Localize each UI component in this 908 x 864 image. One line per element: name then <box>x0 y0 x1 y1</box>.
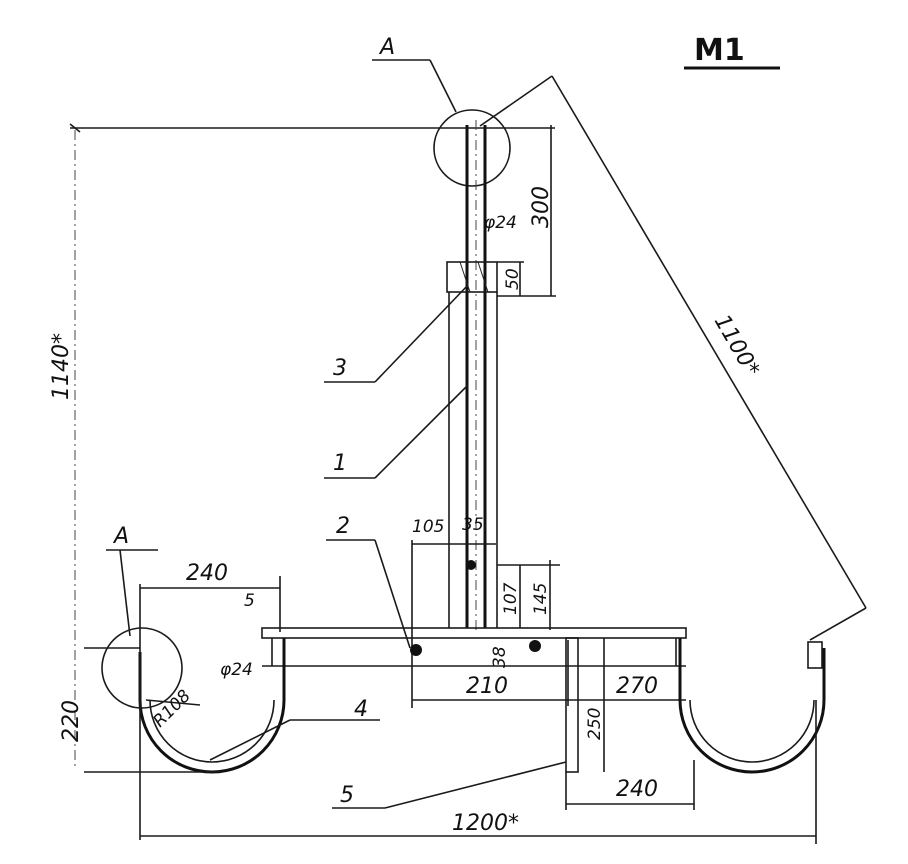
callout-1: 1 <box>333 451 347 476</box>
dimension-1100: 1100* <box>479 75 867 641</box>
leader-part-2: 2 <box>326 514 411 649</box>
hook-left-part-4: А R108 4 <box>101 524 380 774</box>
dim-text-1200: 1200* <box>452 811 519 836</box>
hatch <box>459 261 471 293</box>
dim-text-240-top: 240 <box>186 561 228 586</box>
dim-text-240-bottom: 240 <box>616 777 658 802</box>
tick <box>69 123 81 133</box>
leader-line <box>119 549 131 637</box>
bolt-hole <box>466 560 476 570</box>
hook-right-inner <box>689 699 815 763</box>
leader-line <box>374 384 469 479</box>
callout-5: 5 <box>340 783 354 808</box>
dim-text-1140: 1140* <box>49 333 74 400</box>
dim-text-270: 270 <box>616 674 658 699</box>
radius-line <box>145 699 201 706</box>
dim-text-5: 5 <box>244 591 255 611</box>
dim-text-145: 145 <box>531 583 551 615</box>
dim-text-210: 210 <box>466 674 508 699</box>
dim-text-107: 107 <box>501 582 521 615</box>
detail-a-top: А <box>372 35 511 187</box>
leader-part-3: 3 <box>324 284 469 383</box>
hook-right <box>678 638 826 774</box>
dimension-1140: 1140* <box>49 130 76 770</box>
ext-line <box>479 75 553 127</box>
sleeve-rect <box>446 261 498 293</box>
sheet-title-text: М1 <box>694 33 745 68</box>
leader-line <box>374 539 411 649</box>
dimension-220: 220 <box>59 647 220 773</box>
callout-a-left: А <box>112 524 129 549</box>
dim-text-105: 105 <box>412 517 444 537</box>
strap-part-5: 250 240 5 <box>332 637 695 810</box>
callout-2: 2 <box>336 514 350 539</box>
callout-4: 4 <box>354 697 368 722</box>
dim-text-220: 220 <box>59 700 84 742</box>
dimension-240-top: 240 5 φ24 <box>139 561 281 840</box>
hatch <box>477 261 489 293</box>
dim-text-phi24-top: φ24 <box>484 213 517 233</box>
dimension-1200: 1200* <box>140 700 817 844</box>
hook-left-inner <box>149 699 275 763</box>
dim-text-300: 300 <box>529 186 554 228</box>
dimension-105-35: 105 35 <box>411 515 496 708</box>
ext-line <box>809 607 867 641</box>
dimension-107-145: 107 145 <box>497 560 560 630</box>
dim-text-38: 38 <box>490 646 510 668</box>
strap-rect <box>565 637 579 773</box>
callout-3: 3 <box>333 356 347 381</box>
detail-circle-left <box>101 627 183 709</box>
hook-right-outer <box>678 638 826 774</box>
dimension-210-270: 210 270 <box>412 640 686 706</box>
horizontal-beam: 38 <box>261 627 687 668</box>
leader-part-1: 1 <box>324 384 469 479</box>
detail-circle-top <box>433 109 511 187</box>
dim-text-50: 50 <box>503 268 523 290</box>
dim-text-35: 35 <box>462 515 484 535</box>
leader-line <box>374 284 469 383</box>
beam-flange <box>261 627 687 639</box>
sheet-title: М1 <box>684 33 780 70</box>
hook-right-thread <box>807 641 823 669</box>
hanger-rod <box>465 120 487 632</box>
bolt-hole <box>410 644 422 656</box>
dim-text-1100: 1100* <box>709 311 764 382</box>
dim-text-250: 250 <box>585 708 605 740</box>
sleeve-part-3 <box>446 261 498 293</box>
dimension-300: 300 50 φ24 <box>484 125 556 297</box>
dim-text-r108: R108 <box>149 686 195 732</box>
bolt-hole <box>529 640 541 652</box>
leader-line <box>384 761 567 809</box>
callout-a-top: А <box>378 35 395 60</box>
dim-text-phi24-left: φ24 <box>220 660 253 680</box>
leader-line <box>429 59 457 113</box>
leader-line <box>209 719 291 761</box>
dim-line-1100 <box>551 75 867 609</box>
channel-part-1 <box>448 292 498 628</box>
